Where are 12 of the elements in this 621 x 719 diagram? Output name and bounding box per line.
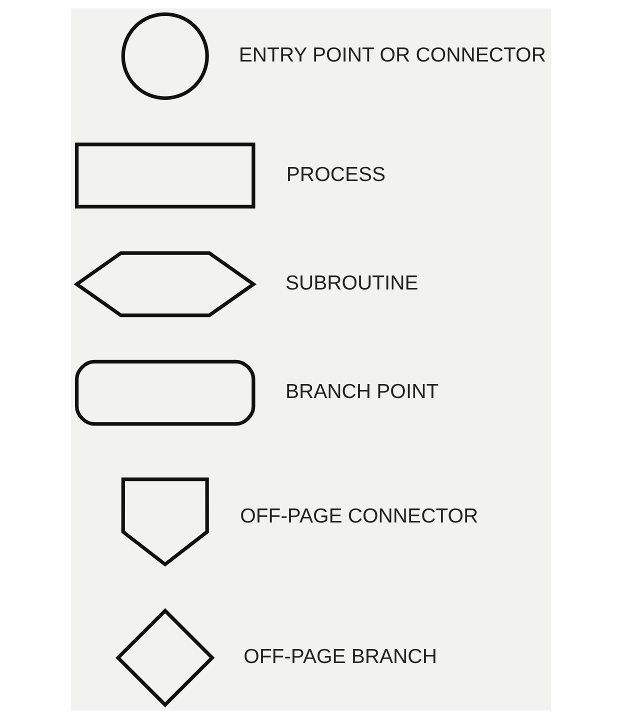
node-label: PROCESS xyxy=(286,164,386,186)
node-label: SUBROUTINE xyxy=(284,272,418,295)
node-box xyxy=(74,142,255,209)
node-diamond xyxy=(115,608,214,708)
node-label: BRANCH POINT xyxy=(284,381,438,404)
node-pentagon xyxy=(120,477,208,567)
node-stadium xyxy=(74,360,255,426)
node-label: ENTRY POINT OR CONNECTOR xyxy=(238,44,546,67)
node-circle xyxy=(120,12,208,100)
node-label: OFF-PAGE CONNECTOR xyxy=(240,506,478,528)
node-hexagon xyxy=(73,251,256,318)
node-label: OFF-PAGE BRANCH xyxy=(243,646,436,668)
